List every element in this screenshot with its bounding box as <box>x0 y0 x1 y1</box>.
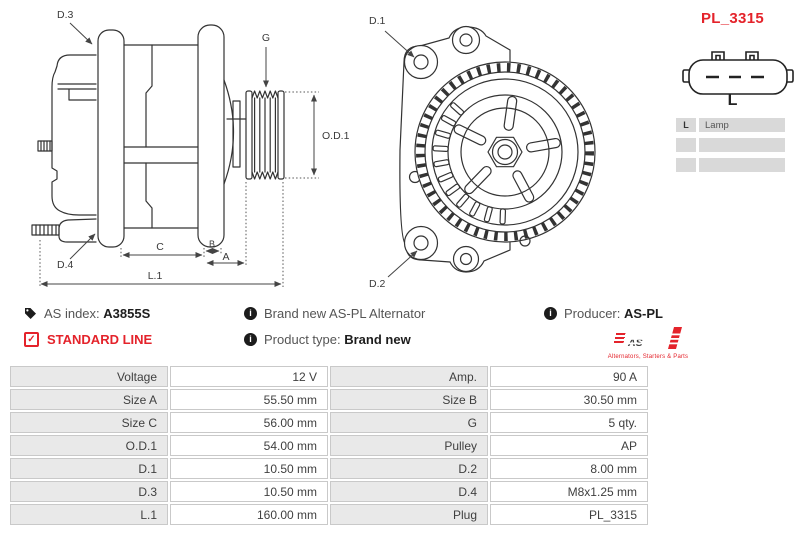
spec-label-cell: Amp. <box>330 366 488 387</box>
pin-key-cell <box>676 158 696 172</box>
info-col-product: i Brand new AS-PL Alternator i Product t… <box>244 305 425 357</box>
spec-label-cell: Plug <box>330 504 488 525</box>
pin-key-cell <box>676 138 696 152</box>
alternator-drawings: D.3 G O.D.1 D.4 C B A L.1 <box>31 9 596 290</box>
plug-pin-label: L <box>727 92 738 109</box>
dim-label-d1: D.1 <box>369 15 386 27</box>
producer-label: Producer: <box>564 305 621 321</box>
spec-row: Size C 56.00 mm G 5 qty. <box>10 412 648 433</box>
spec-value-cell: 10.50 mm <box>170 481 328 502</box>
plug-pin-table: L Lamp <box>676 118 788 178</box>
spec-value-cell: 8.00 mm <box>490 458 648 479</box>
spec-value-cell: 12 V <box>170 366 328 387</box>
plug-pin-row <box>676 158 788 172</box>
spec-label-cell: D.1 <box>10 458 168 479</box>
spec-value-cell: 30.50 mm <box>490 389 648 410</box>
as-index-value: A3855S <box>103 305 151 321</box>
spec-row: Voltage 12 V Amp. 90 A <box>10 366 648 387</box>
spec-label-cell: L.1 <box>10 504 168 525</box>
spec-label-cell: D.4 <box>330 481 488 502</box>
spec-value-cell: 5 qty. <box>490 412 648 433</box>
dim-label-l1: L.1 <box>148 270 163 282</box>
spec-label-cell: D.3 <box>10 481 168 502</box>
side-view-drawing: D.3 G O.D.1 D.4 C B A L.1 <box>31 9 350 287</box>
spec-value-cell: M8x1.25 mm <box>490 481 648 502</box>
product-type-line: i Product type: Brand new <box>244 331 425 347</box>
pin-value-cell <box>699 158 785 172</box>
producer-line: i Producer: AS-PL <box>544 305 663 321</box>
spec-label-cell: O.D.1 <box>10 435 168 456</box>
spec-label-cell: Pulley <box>330 435 488 456</box>
spec-value-cell: AP <box>490 435 648 456</box>
dim-label-d4: D.4 <box>57 259 74 271</box>
product-type-value: Brand new <box>344 331 411 347</box>
as-index-line: AS index: A3855S <box>24 305 152 321</box>
plug-connector-icon <box>682 51 794 95</box>
logo-tagline: Alternators, Starters & Parts <box>607 354 689 360</box>
plug-pin-row: L Lamp <box>676 118 788 132</box>
info-icon: i <box>544 306 557 320</box>
spec-label-cell: Voltage <box>10 366 168 387</box>
spec-label-cell: D.2 <box>330 458 488 479</box>
dim-label-g: G <box>262 32 270 44</box>
checkbox-icon: ✓ <box>24 331 39 347</box>
standard-line-row: ✓ STANDARD LINE <box>24 331 152 347</box>
spec-value-cell: 54.00 mm <box>170 435 328 456</box>
brand-line: i Brand new AS-PL Alternator <box>244 305 425 321</box>
spec-value-cell: 160.00 mm <box>170 504 328 525</box>
dim-label-od1: O.D.1 <box>322 130 350 142</box>
spec-value-cell: PL_3315 <box>490 504 648 525</box>
pin-key-cell: L <box>676 118 696 132</box>
dim-label-d3: D.3 <box>57 9 74 21</box>
pin-value-cell: Lamp <box>699 118 785 132</box>
info-icon: i <box>244 332 257 346</box>
spec-row: D.3 10.50 mm D.4 M8x1.25 mm <box>10 481 648 502</box>
spec-row: Size A 55.50 mm Size B 30.50 mm <box>10 389 648 410</box>
dim-label-a: A <box>222 251 229 263</box>
spec-row: O.D.1 54.00 mm Pulley AP <box>10 435 648 456</box>
dim-label-d2: D.2 <box>369 278 386 290</box>
dim-label-b: B <box>209 239 215 249</box>
spec-label-cell: G <box>330 412 488 433</box>
pin-value-cell <box>699 138 785 152</box>
spec-label-cell: Size A <box>10 389 168 410</box>
product-type-label: Product type: <box>264 331 341 347</box>
as-index-label: AS index: <box>44 305 100 321</box>
as-logo-icon: AS <box>614 327 684 349</box>
spec-row: D.1 10.50 mm D.2 8.00 mm <box>10 458 648 479</box>
info-col-index: AS index: A3855S ✓ STANDARD LINE <box>24 305 152 357</box>
producer-value: AS-PL <box>624 305 663 321</box>
plug-pin-row <box>676 138 788 152</box>
info-col-producer: i Producer: AS-PL <box>544 305 663 331</box>
spec-value-cell: 90 A <box>490 366 648 387</box>
brand-text: Brand new AS-PL Alternator <box>264 305 426 321</box>
spec-value-cell: 10.50 mm <box>170 458 328 479</box>
spec-row: L.1 160.00 mm Plug PL_3315 <box>10 504 648 525</box>
front-view-drawing: D.1 D.2 <box>369 15 596 290</box>
as-pl-logo: AS Alternators, Starters & Parts <box>588 325 708 360</box>
spec-value-cell: 55.50 mm <box>170 389 328 410</box>
tag-icon <box>25 307 36 319</box>
spec-label-cell: Size C <box>10 412 168 433</box>
standard-line-badge: STANDARD LINE <box>47 331 153 347</box>
spec-label-cell: Size B <box>330 389 488 410</box>
plug-code: PL_3315 <box>701 10 764 27</box>
dim-label-c: C <box>156 241 164 253</box>
spec-table: Voltage 12 V Amp. 90 A Size A 55.50 mm S… <box>8 364 650 527</box>
spec-value-cell: 56.00 mm <box>170 412 328 433</box>
info-icon: i <box>244 306 257 320</box>
